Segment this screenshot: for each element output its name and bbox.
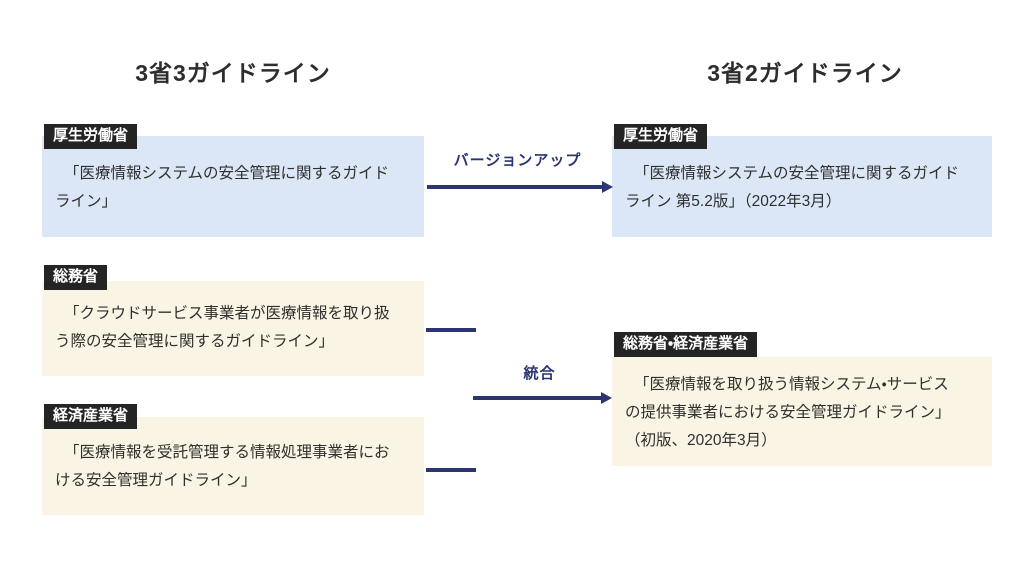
right-column-title: 3省2ガイドライン <box>707 60 903 86</box>
versionup-arrow-label: バージョンアップ <box>453 152 582 169</box>
guideline-text-line: （初版、2020年3月） <box>625 432 777 449</box>
ministry-label-mic-old: 総務省 <box>44 265 108 290</box>
guideline-text-line: ライン」 <box>55 193 118 210</box>
guideline-text-meti-old: 「医療情報を受託管理する情報処理事業者にお ける安全管理ガイドライン」 <box>42 417 424 495</box>
left-column-title: 3省3ガイドライン <box>135 60 331 86</box>
guideline-text-mhlw-new: 「医療情報システムの安全管理に関するガイド ライン 第5.2版」（2022年3月… <box>612 136 992 216</box>
ministry-label-mhlw-new: 厚生労働省 <box>614 124 708 149</box>
merge-branch-top-line <box>426 328 476 332</box>
guideline-text-line: う際の安全管理に関するガイドライン」 <box>55 333 335 350</box>
guideline-text-mic-old: 「クラウドサービス事業者が医療情報を取り扱 う際の安全管理に関するガイドライン」 <box>42 281 424 356</box>
guideline-text-line: 「医療情報システムの安全管理に関するガイド <box>64 165 390 182</box>
versionup-arrow-line <box>427 185 604 189</box>
guideline-box-meti-old: 経済産業省 「医療情報を受託管理する情報処理事業者にお ける安全管理ガイドライン… <box>42 404 424 515</box>
versionup-arrowhead-icon <box>602 181 613 193</box>
guideline-box-mic-meti-new: 総務省・経済産業省 「医療情報を取り扱う情報システム・サービス の提供事業者にお… <box>612 332 992 466</box>
guideline-text-mic-meti-new: 「医療情報を取り扱う情報システム・サービス の提供事業者における安全管理ガイドラ… <box>612 357 992 455</box>
guideline-text-mhlw-old: 「医療情報システムの安全管理に関するガイド ライン」 <box>42 136 424 216</box>
ministry-label-mic-meti-new: 総務省・経済産業省 <box>614 332 758 357</box>
merge-branch-bottom-line <box>426 468 476 472</box>
guideline-text-line: の提供事業者における安全管理ガイドライン」 <box>625 404 951 421</box>
ministry-label-meti-old: 経済産業省 <box>44 404 138 429</box>
merge-arrow-label: 統合 <box>523 365 556 382</box>
guideline-box-mic-old: 総務省 「クラウドサービス事業者が医療情報を取り扱 う際の安全管理に関するガイド… <box>42 265 424 376</box>
guideline-box-mhlw-old: 厚生労働省 「医療情報システムの安全管理に関するガイド ライン」 <box>42 124 424 237</box>
guideline-text-line: 「クラウドサービス事業者が医療情報を取り扱 <box>64 305 390 322</box>
merge-arrow-line <box>473 396 604 400</box>
guideline-text-line: 「医療情報システムの安全管理に関するガイド <box>634 165 960 182</box>
ministry-label-mhlw-old: 厚生労働省 <box>44 124 138 149</box>
guideline-text-line: 「医療情報を取り扱う情報システム・サービス <box>634 376 949 393</box>
merge-arrowhead-icon <box>601 392 612 404</box>
guideline-box-mhlw-new: 厚生労働省 「医療情報システムの安全管理に関するガイド ライン 第5.2版」（2… <box>612 124 992 237</box>
guideline-text-line: ける安全管理ガイドライン」 <box>55 472 257 489</box>
guideline-text-line: 「医療情報を受託管理する情報処理事業者にお <box>64 444 390 461</box>
guideline-text-line: ライン 第5.2版」（2022年3月） <box>625 193 842 210</box>
